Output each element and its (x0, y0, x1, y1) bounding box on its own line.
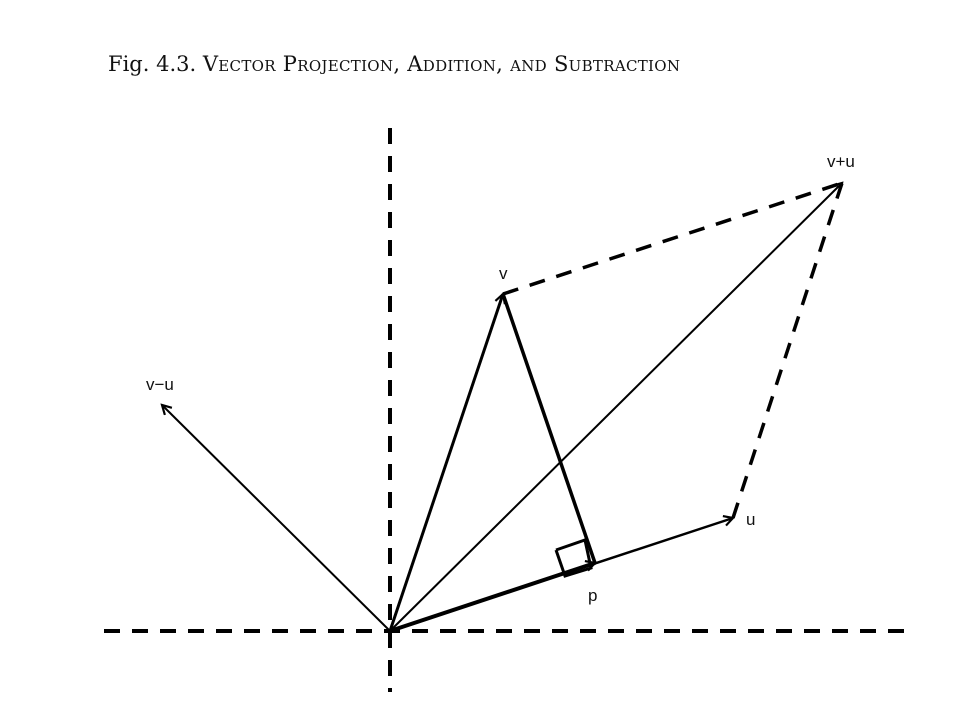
label-v-minus-u: v−u (146, 375, 174, 394)
figure-title: Vector Projection, Addition, and Subtrac… (202, 52, 681, 76)
label-p: p (588, 586, 597, 605)
vector-v (388, 294, 503, 632)
right-angle-marker (554, 538, 593, 578)
label-v: v (499, 264, 508, 283)
figure-number: Fig. 4.3. (108, 52, 197, 76)
vector-p (389, 563, 595, 633)
vector-v-minus-u (162, 405, 391, 632)
perpendicular-line (501, 293, 597, 564)
figure-caption: Fig. 4.3. Vector Projection, Addition, a… (108, 52, 680, 76)
label-u: u (746, 510, 755, 529)
label-v-plus-u: v+u (827, 152, 855, 171)
vector-v-plus-u (389, 183, 842, 632)
parallelogram-side-v-to-sum (502, 181, 843, 296)
parallelogram-side-u-to-sum (731, 182, 844, 519)
